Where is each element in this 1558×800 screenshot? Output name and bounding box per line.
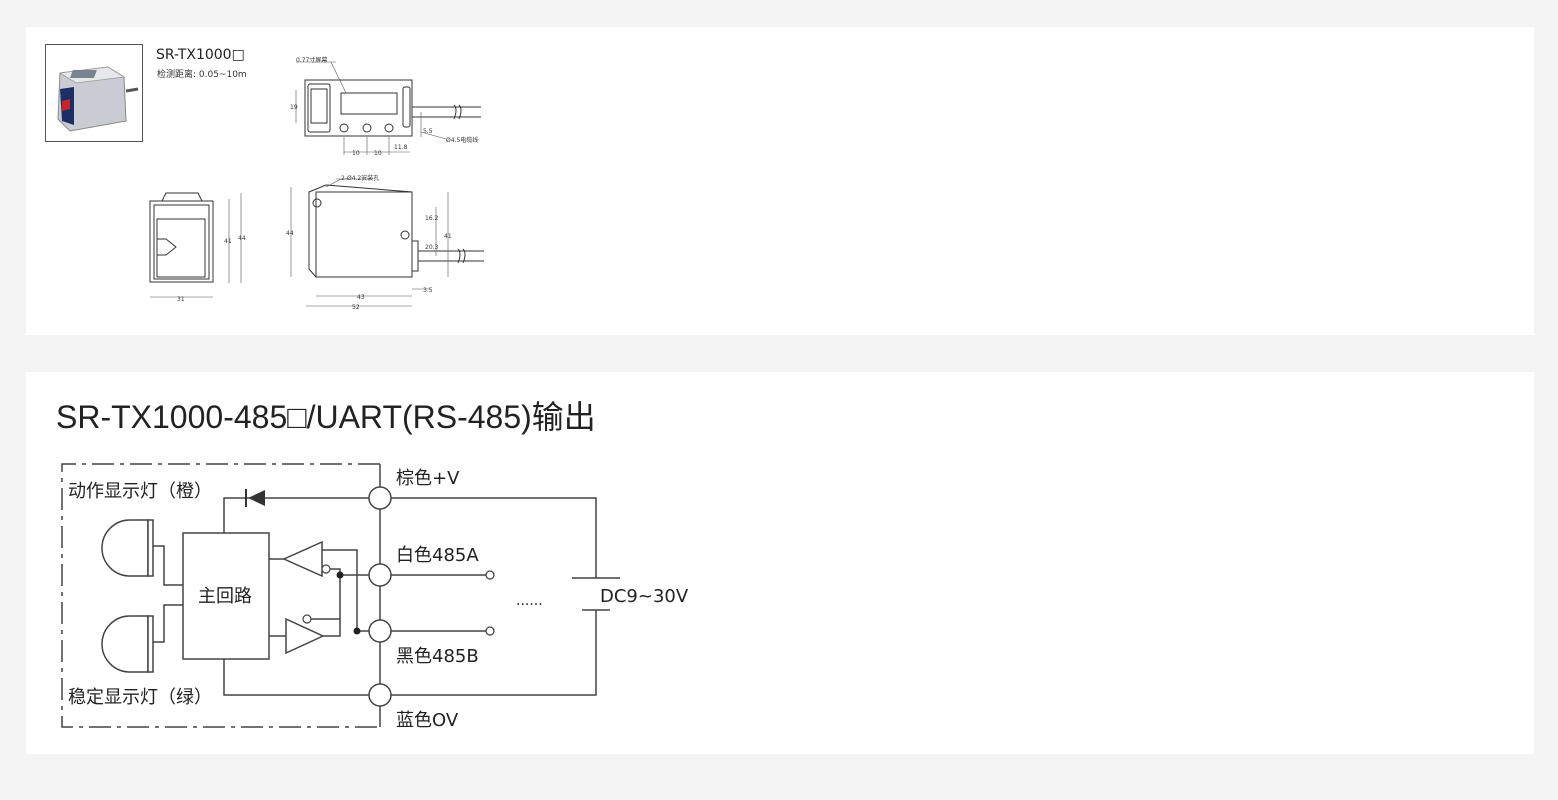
dim-41a: 41: [224, 238, 232, 245]
label-black: 黑色485B: [396, 646, 479, 667]
terminal-brown: [368, 486, 392, 510]
side-view: [149, 192, 242, 298]
dim-19: 19: [290, 104, 298, 111]
dim-43: 43: [357, 294, 365, 301]
label-stable-led: 稳定显示灯（绿）: [68, 687, 212, 708]
dim-31: 31: [177, 296, 185, 303]
dim-20-3: 20.3: [425, 244, 439, 251]
terminal-black: [368, 619, 392, 643]
driver-buffer-icon: [285, 617, 325, 655]
dim-52: 52: [352, 304, 360, 311]
wiring-panel: SR-TX1000-485□/UART(RS-485)输出: [26, 372, 1534, 754]
dim-44b: 44: [286, 230, 294, 237]
dim-10b: 10: [374, 150, 382, 157]
front-view: [295, 61, 481, 155]
stable-led-icon: [101, 615, 149, 673]
detection-range: 检测距离: 0.05~10m: [157, 70, 247, 80]
terminal-white: [368, 563, 392, 587]
dimension-panel: SR-TX1000□ 检测距离: 0.05~10m 0.77寸屏幕: [26, 27, 1534, 335]
dim-41b: 41: [444, 233, 452, 240]
label-main-circuit: 主回路: [198, 586, 252, 607]
dim-holes: 2-Ø4.2安装孔: [341, 174, 379, 182]
diode-icon: [248, 490, 265, 506]
wiring-diagram: 动作显示灯（橙） 稳定显示灯（绿） 主回路 棕色+V 白色485A 黑色485B…: [61, 463, 689, 731]
dim-16-2: 16.2: [425, 215, 439, 222]
label-dots: ......: [516, 593, 543, 609]
action-led-icon: [101, 519, 149, 577]
terminal-blue: [368, 683, 392, 707]
dim-44a: 44: [238, 235, 246, 242]
receiver-buffer-icon: [282, 540, 323, 578]
dim-10a: 10: [352, 150, 360, 157]
dimension-drawings: 0.77寸屏幕 19 10 10 11.8 5.5 Ø4.5电缆线 31 41 …: [149, 56, 484, 311]
dim-cable: Ø4.5电缆线: [446, 136, 478, 144]
sensor-image: [57, 66, 139, 132]
main-circuit-box: [182, 532, 270, 660]
top-view: [290, 178, 484, 307]
label-brown: 棕色+V: [396, 468, 460, 489]
label-white: 白色485A: [396, 545, 479, 566]
label-action-led: 动作显示灯（橙）: [68, 481, 212, 502]
product-photo: [45, 44, 143, 142]
label-blue: 蓝色OV: [396, 710, 459, 731]
wiring-title: SR-TX1000-485□/UART(RS-485)输出: [56, 399, 596, 435]
model-name: SR-TX1000□: [156, 47, 245, 63]
dim-screen: 0.77寸屏幕: [296, 56, 327, 64]
dim-5-5: 5.5: [423, 128, 433, 135]
label-supply: DC9~30V: [600, 586, 689, 607]
dim-3-5: 3.5: [423, 287, 433, 294]
dim-11-8: 11.8: [394, 144, 408, 151]
